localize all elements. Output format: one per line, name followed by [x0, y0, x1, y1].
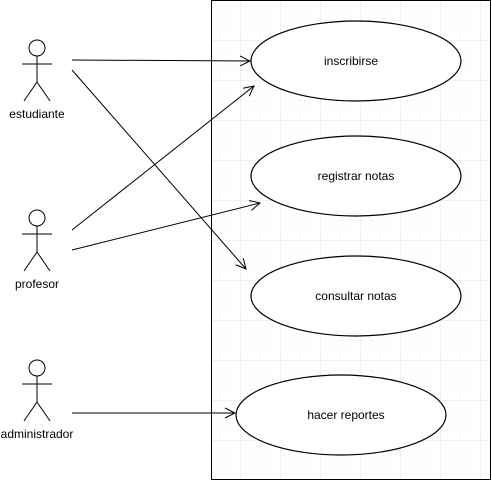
use-cases — [235, 20, 462, 456]
use-case-label-consultar-notas: consultar notas — [315, 289, 397, 303]
actor-head — [28, 39, 46, 57]
use-case-label-hacer-reportes: hacer reportes — [307, 408, 385, 422]
use-case-label-inscribirse: inscribirse — [323, 54, 379, 68]
use-case-hacer-reportes[interactable] — [235, 374, 447, 456]
actor-administrador[interactable] — [22, 359, 52, 422]
associations — [71, 60, 260, 413]
actor-head — [28, 359, 46, 377]
actor-estudiante[interactable] — [22, 39, 52, 102]
association-estudiante-consultar — [71, 69, 246, 269]
use-case-inscribirse[interactable] — [250, 20, 462, 102]
association-profesor-inscribirse — [71, 86, 254, 231]
actor-head — [28, 209, 46, 227]
actor-label-estudiante: estudiante — [9, 107, 65, 121]
association-profesor-registrar — [71, 203, 260, 251]
actor-label-profesor: profesor — [14, 277, 60, 291]
association-estudiante-inscribirse — [71, 60, 250, 61]
use-case-registrar-notas[interactable] — [250, 135, 462, 217]
use-case-label-registrar-notas: registrar notas — [317, 169, 395, 183]
actor-label-administrador: administrador — [0, 427, 74, 441]
use-case-consultar-notas[interactable] — [250, 255, 462, 337]
actor-profesor[interactable] — [22, 209, 52, 272]
